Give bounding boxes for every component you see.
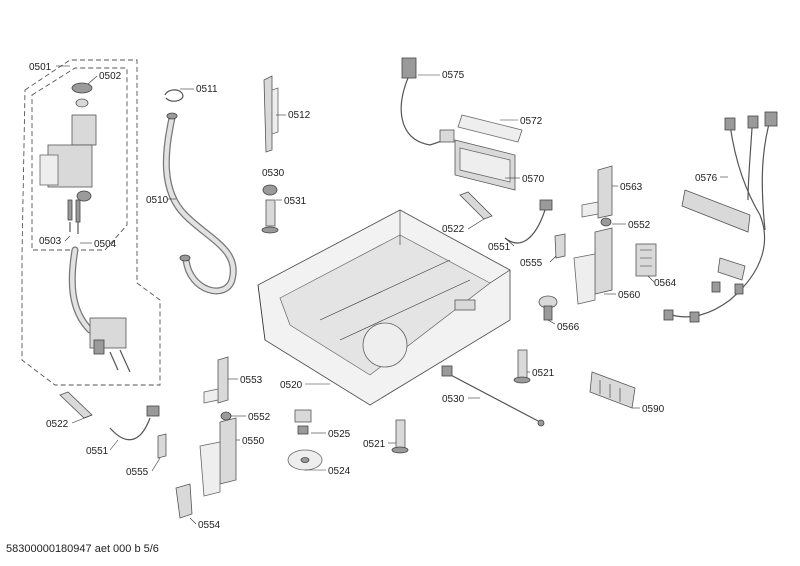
part-drain-hose[interactable] xyxy=(162,112,237,295)
label-0555-lower: 0555 xyxy=(126,467,149,478)
part-control-module[interactable] xyxy=(454,139,516,191)
document-footer: 58300000180947 aet 000 b 5/6 xyxy=(6,543,159,555)
part-bracket-0553[interactable] xyxy=(203,356,229,404)
label-0520: 0520 xyxy=(280,380,303,391)
part-disc-0524[interactable] xyxy=(287,449,323,471)
label-0570: 0570 xyxy=(522,174,545,185)
label-0572: 0572 xyxy=(520,116,543,127)
part-bracket-0550[interactable] xyxy=(199,417,237,497)
part-control-cover[interactable] xyxy=(457,114,523,143)
part-bracket-0522-lower[interactable] xyxy=(59,391,93,419)
label-0531: 0531 xyxy=(284,196,307,207)
part-bracket-0560[interactable] xyxy=(573,227,613,305)
part-clip-0555-upper[interactable] xyxy=(554,233,566,259)
part-strip-0590[interactable] xyxy=(589,371,636,409)
label-0560: 0560 xyxy=(618,290,641,301)
label-0525: 0525 xyxy=(328,429,351,440)
part-sensor-cable-0551-upper[interactable] xyxy=(504,199,553,244)
part-terminal-block-0564[interactable] xyxy=(635,243,657,277)
part-hose-bracket[interactable] xyxy=(263,75,279,153)
part-base-tub[interactable] xyxy=(257,209,511,406)
label-0510: 0510 xyxy=(146,195,169,206)
label-0551-lower: 0551 xyxy=(86,446,109,457)
label-0530-upper: 0530 xyxy=(262,168,285,179)
part-sensor-cable-0551-lower[interactable] xyxy=(109,405,160,441)
part-valve-assembly[interactable] xyxy=(39,82,97,234)
label-0501: 0501 xyxy=(29,62,52,73)
part-washer-0552-upper[interactable] xyxy=(600,217,612,227)
label-0575: 0575 xyxy=(442,70,465,81)
part-foot-0521-lower[interactable] xyxy=(391,419,409,454)
part-cable-0530-lower[interactable] xyxy=(441,365,545,427)
label-0503: 0503 xyxy=(39,236,62,247)
label-0576: 0576 xyxy=(695,173,718,184)
label-0521-right: 0521 xyxy=(532,368,555,379)
label-0563: 0563 xyxy=(620,182,643,193)
label-0511: 0511 xyxy=(196,84,218,95)
label-0521-lower: 0521 xyxy=(363,439,386,450)
part-clip-0555-lower[interactable] xyxy=(157,433,167,459)
label-0554: 0554 xyxy=(198,520,221,531)
part-hose-clamp[interactable] xyxy=(164,89,184,102)
label-0550: 0550 xyxy=(242,436,265,447)
part-foot-screw-0531[interactable] xyxy=(261,199,279,234)
assembly-outline-0501 xyxy=(21,59,161,386)
label-0551-upper: 0551 xyxy=(488,242,511,253)
part-power-cable[interactable] xyxy=(400,57,455,146)
label-0590: 0590 xyxy=(642,404,665,415)
subassembly-outline-0502 xyxy=(31,67,128,251)
label-0552-lower: 0552 xyxy=(248,412,271,423)
label-0564: 0564 xyxy=(654,278,677,289)
part-bracket-0563[interactable] xyxy=(581,165,613,219)
part-bracket-0554[interactable] xyxy=(175,483,193,519)
label-0552-upper: 0552 xyxy=(628,220,651,231)
leader-lines xyxy=(56,65,728,525)
label-0555-upper: 0555 xyxy=(520,258,543,269)
label-0522-lower: 0522 xyxy=(46,419,69,430)
part-wiring-harness[interactable] xyxy=(663,111,778,323)
part-bracket-0522-upper[interactable] xyxy=(459,191,493,220)
part-connector-0525[interactable] xyxy=(294,409,312,435)
label-0553: 0553 xyxy=(240,375,263,386)
part-pressure-sensor-0566[interactable] xyxy=(538,295,558,321)
label-0502: 0502 xyxy=(99,71,122,82)
label-0512: 0512 xyxy=(288,110,311,121)
part-inlet-hose-lower[interactable] xyxy=(68,246,131,373)
label-0524: 0524 xyxy=(328,466,351,477)
part-foot-nut[interactable] xyxy=(262,184,278,196)
label-0530-lower: 0530 xyxy=(442,394,465,405)
label-0566: 0566 xyxy=(557,322,580,333)
label-0522-upper: 0522 xyxy=(442,224,465,235)
part-washer-0552-lower[interactable] xyxy=(220,411,232,421)
label-0504: 0504 xyxy=(94,239,117,250)
part-foot-0521-right[interactable] xyxy=(513,349,531,384)
